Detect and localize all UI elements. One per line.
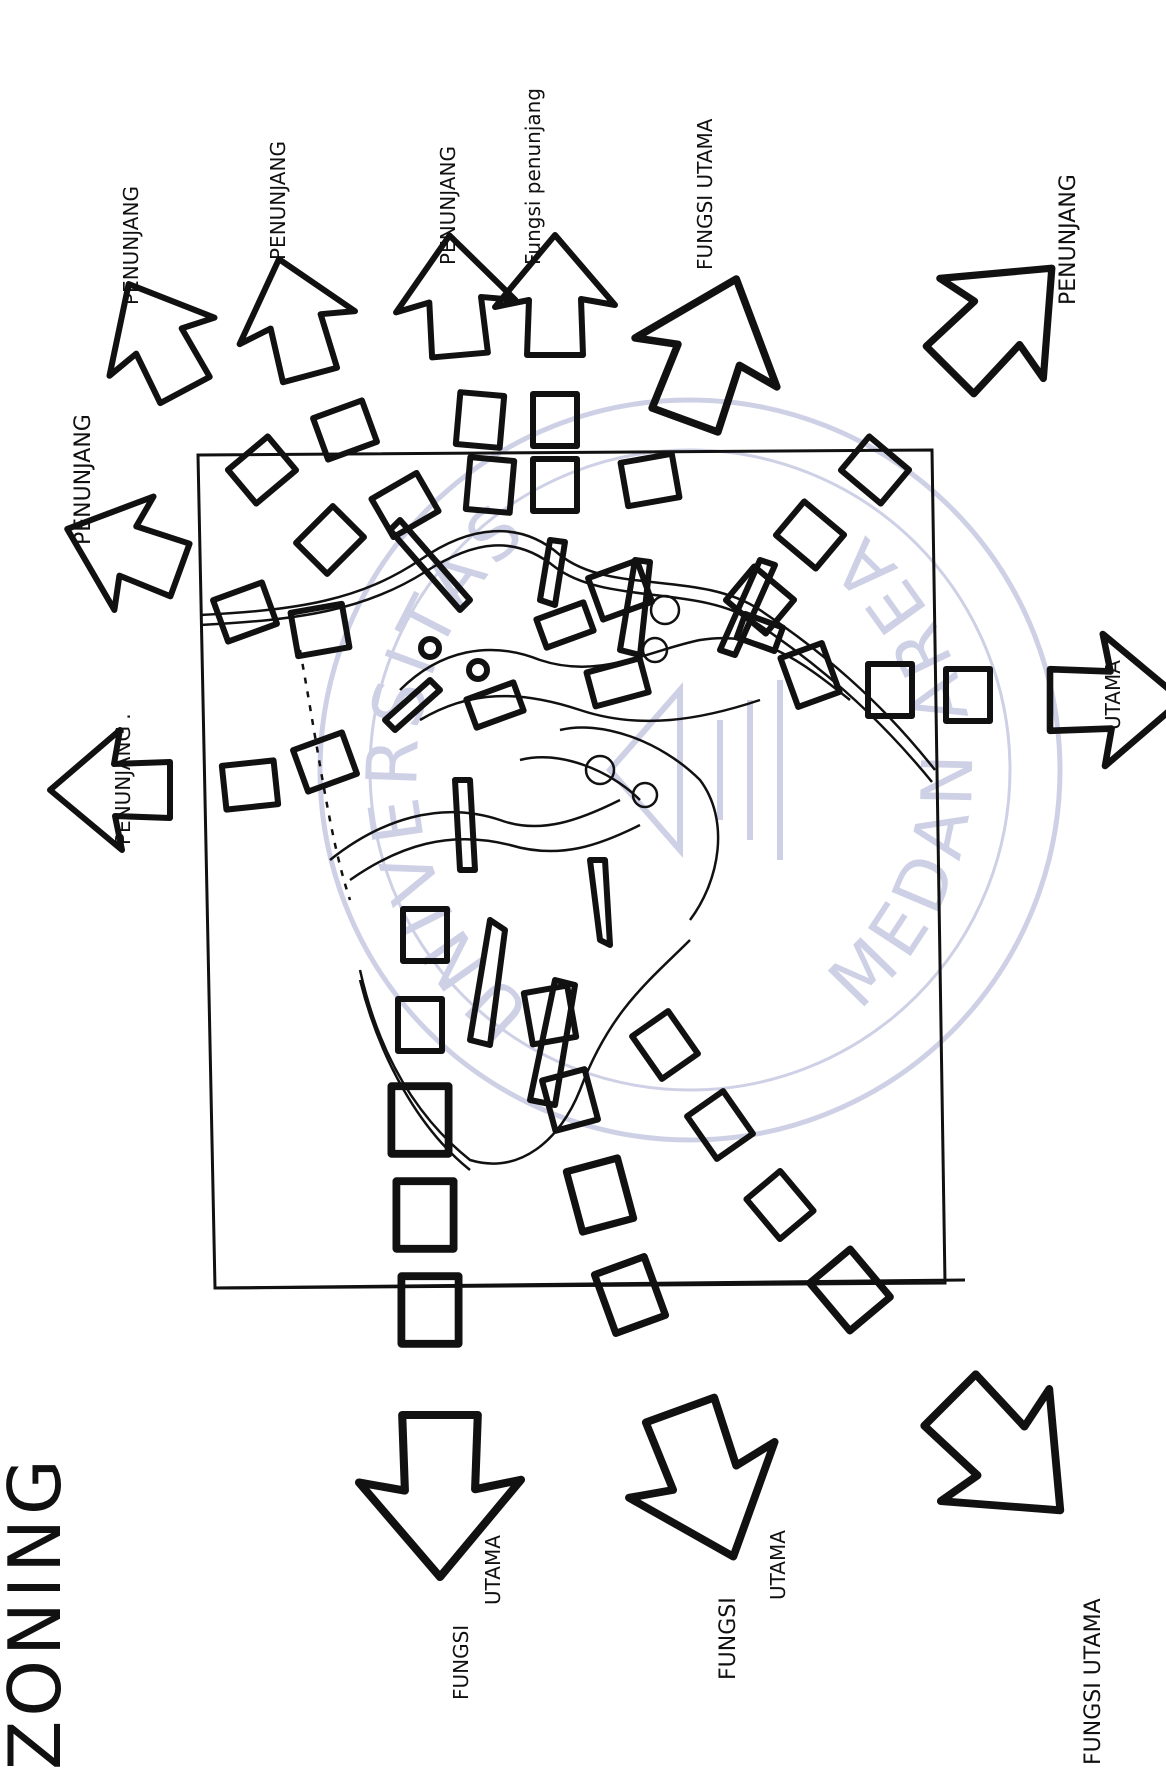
- page-title: ZONING: [0, 1455, 77, 1770]
- label-penunjang-top-2: PENUNJANG: [266, 141, 290, 260]
- label-penunjang-far-left: PENUNJANG .: [111, 713, 135, 845]
- label-fungsi-utama-bottom-right: FUNGSI UTAMA: [1081, 1598, 1106, 1765]
- label-fungsi-utama-top: FUNGSI UTAMA: [693, 118, 717, 270]
- label-penunjang-top-1: PENUNJANG: [119, 186, 143, 305]
- label-utama-right: UTAMA: [1101, 660, 1125, 730]
- label-penunjang-top-3: PENUNJANG: [436, 146, 460, 265]
- arrow-penunjang-top-3: [390, 230, 520, 513]
- label-penunjang-top-right: PENUNJANG: [1056, 174, 1081, 305]
- label-fungsi-penunjang: Fungsi penunjang: [521, 88, 545, 265]
- watermark-arc-bottom: MEDAN AREA: [813, 517, 989, 1023]
- arrow-penunjang-top-2: [221, 244, 439, 537]
- label-fungsi-utama-bottom-mid-1: FUNGSI: [716, 1597, 741, 1680]
- label-penunjang-left: PENUNJANG: [71, 414, 96, 545]
- zoning-arrows: [47, 217, 1166, 1583]
- label-fungsi-utama-bottom-left-2: UTAMA: [481, 1535, 505, 1605]
- label-fungsi-utama-bottom-left-1: FUNGSI: [449, 1625, 473, 1700]
- arrow-fungsi-utama-bottom-right: [632, 1011, 1115, 1565]
- label-fungsi-utama-bottom-mid-2: UTAMA: [766, 1530, 790, 1600]
- svg-text:MEDAN AREA: MEDAN AREA: [813, 517, 989, 1023]
